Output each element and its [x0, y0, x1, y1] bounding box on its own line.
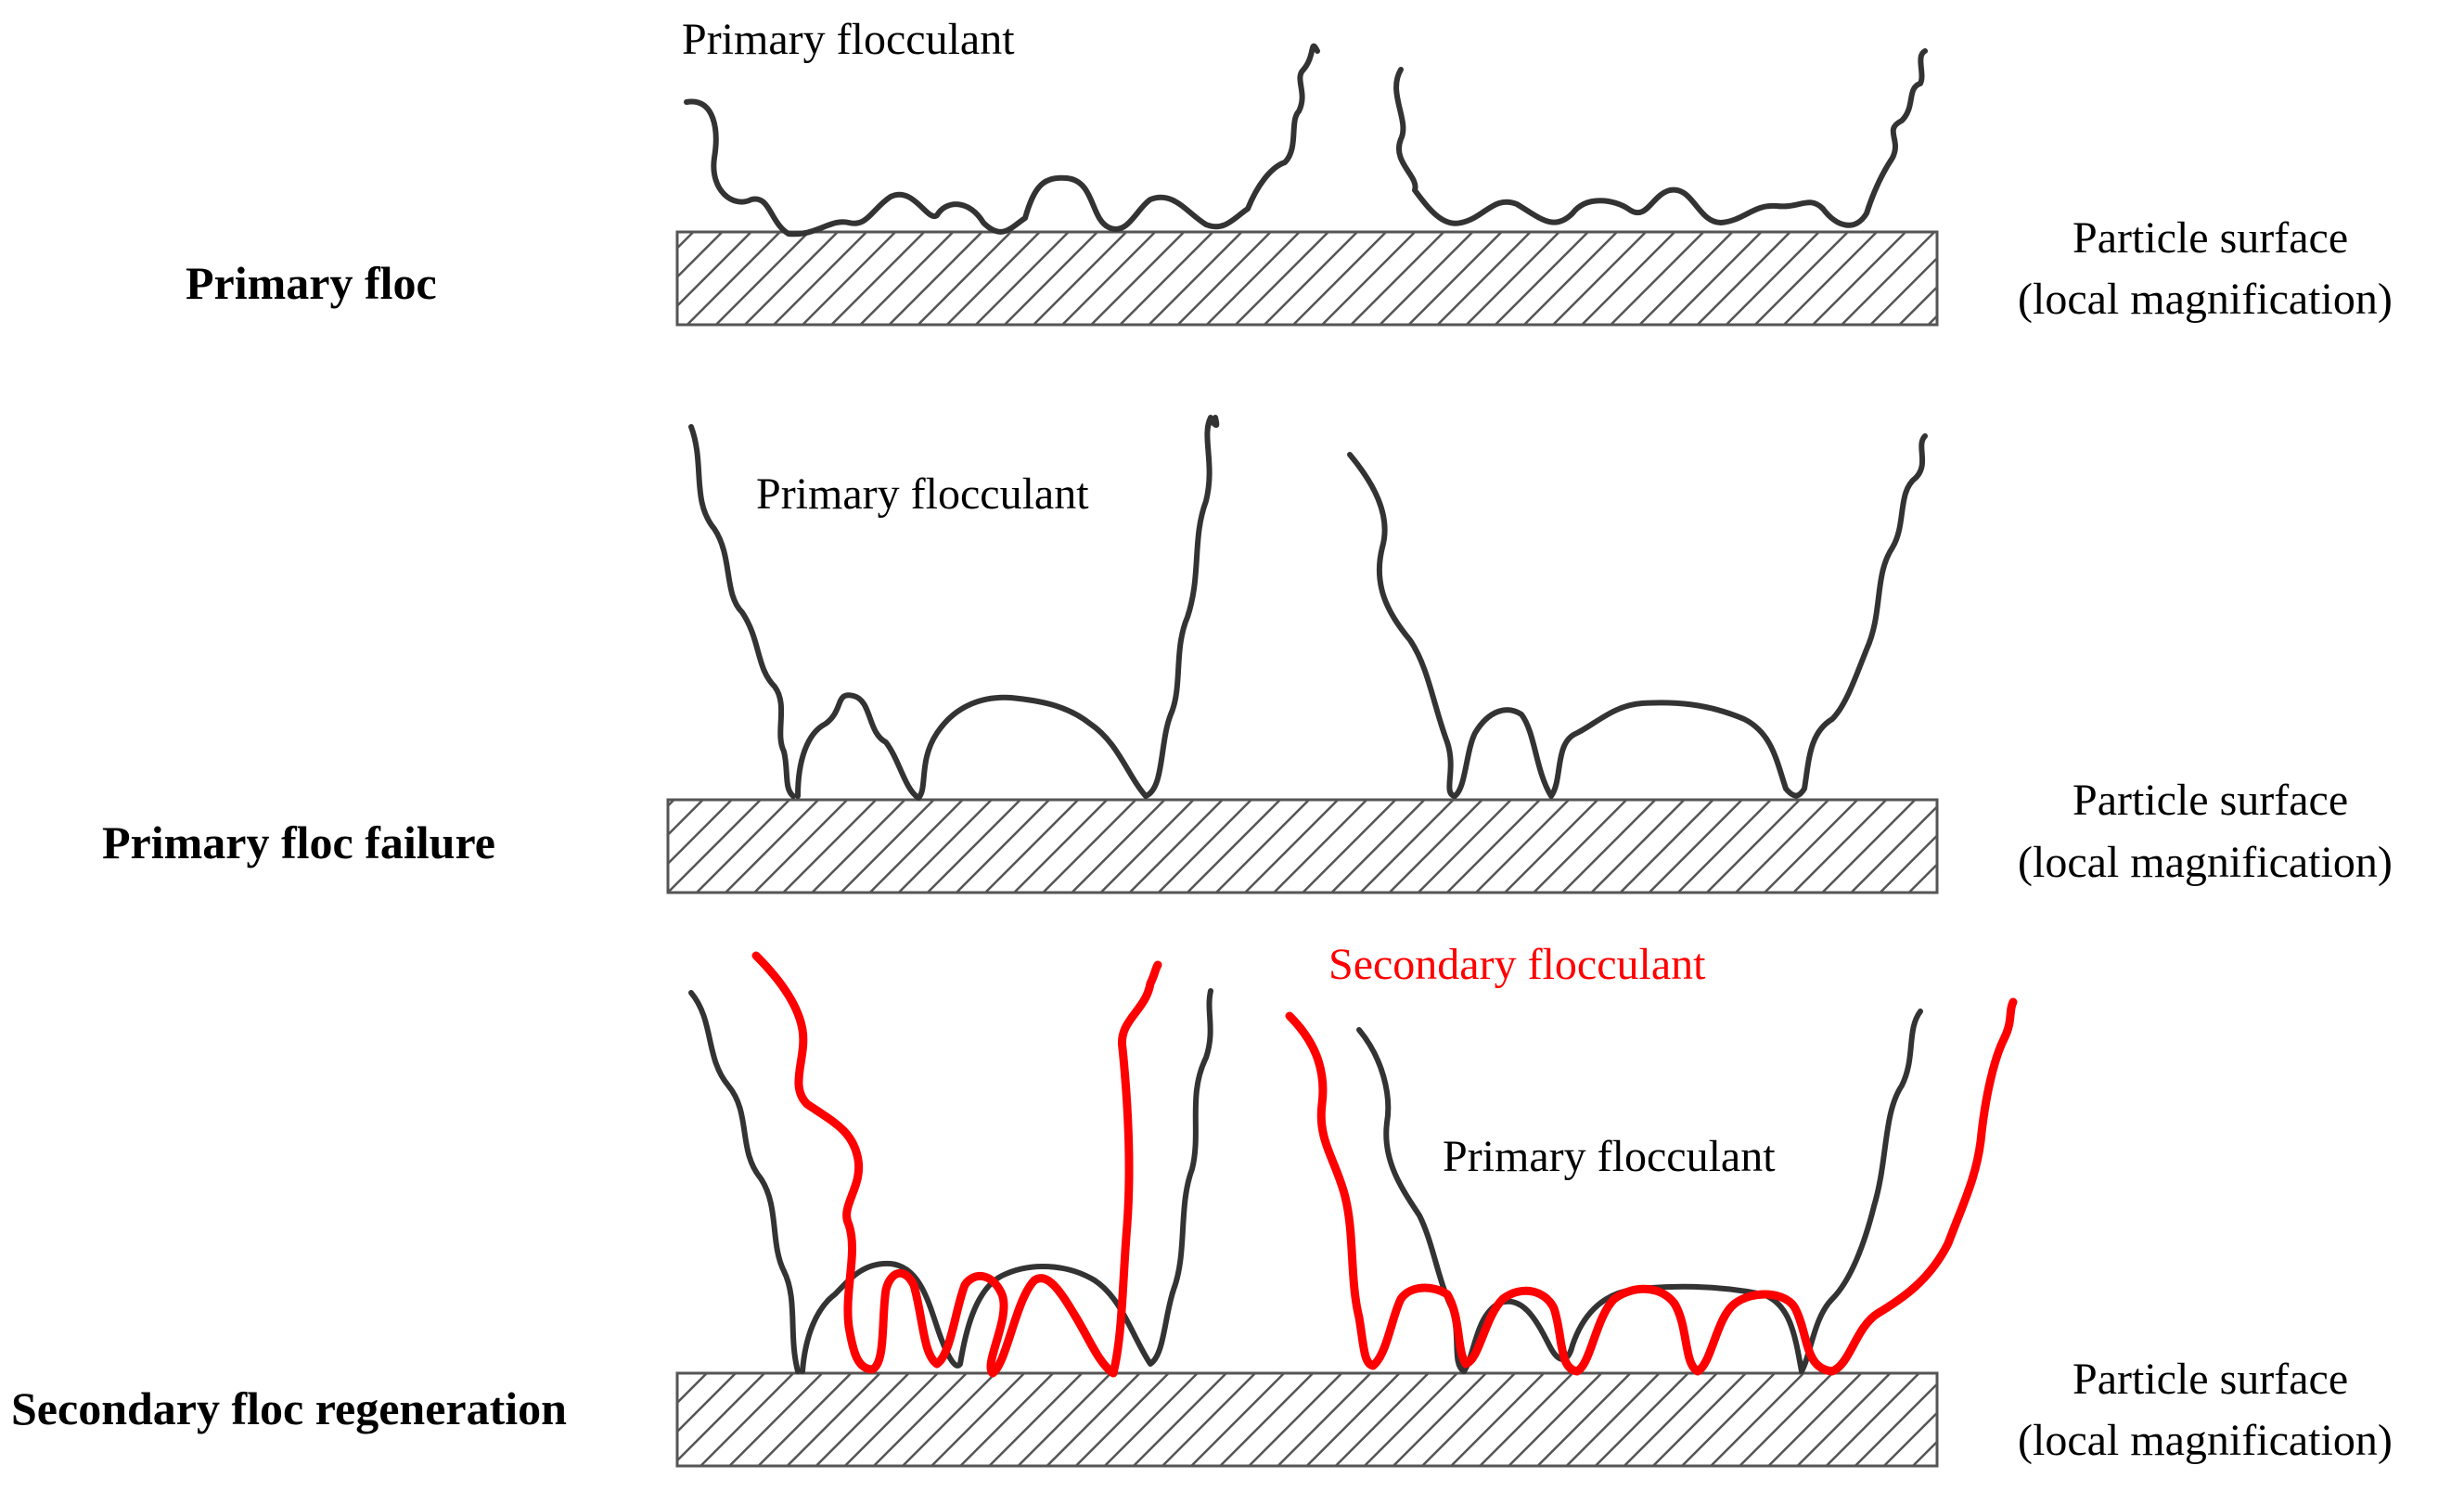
- primary-flocculant-label: Primary flocculant: [756, 469, 1089, 519]
- particle-surface: [666, 798, 1939, 894]
- surface-label-line2: (local magnification): [2018, 838, 2393, 887]
- surface-label-line2: (local magnification): [2018, 1416, 2393, 1465]
- primary-flocculant-chain: [1205, 415, 1220, 430]
- particle-surface: [675, 230, 1939, 327]
- primary-flocculant-label: Primary flocculant: [1443, 1132, 1776, 1181]
- panel-primary-floc-failure: Primary floc failure Primary flocculant …: [102, 415, 2393, 894]
- secondary-flocculant-chain: [751, 951, 1162, 1378]
- panel-secondary-floc-regeneration: Secondary floc regeneration Secondary fl…: [11, 940, 2393, 1468]
- primary-flocculant-label: Primary flocculant: [682, 15, 1015, 64]
- primary-flocculant-chain: [684, 43, 1320, 238]
- panel-title: Primary floc failure: [102, 816, 495, 868]
- panel-title: Primary floc: [186, 257, 437, 309]
- primary-flocculant-chain: [1356, 1009, 1923, 1374]
- primary-flocculant-chain: [688, 424, 796, 799]
- primary-flocculant-chain: [1393, 48, 1928, 228]
- secondary-flocculant-label: Secondary flocculant: [1328, 940, 1706, 989]
- secondary-flocculant-chain: [1285, 997, 2018, 1376]
- surface-label-line2: (local magnification): [2018, 275, 2393, 324]
- primary-flocculant-chain: [795, 415, 1213, 801]
- panel-primary-floc: Primary floc Primary flocculant Particle…: [186, 15, 2393, 327]
- surface-label-line1: Particle surface: [2073, 1355, 2348, 1404]
- surface-label-line1: Particle surface: [2073, 213, 2348, 263]
- primary-flocculant-chain: [800, 988, 1213, 1374]
- panel-title: Secondary floc regeneration: [11, 1382, 567, 1434]
- particle-surface: [675, 1371, 1939, 1468]
- primary-flocculant-chain: [1347, 433, 1928, 799]
- surface-label-line1: Particle surface: [2073, 776, 2348, 825]
- primary-flocculant-chain: [688, 990, 801, 1374]
